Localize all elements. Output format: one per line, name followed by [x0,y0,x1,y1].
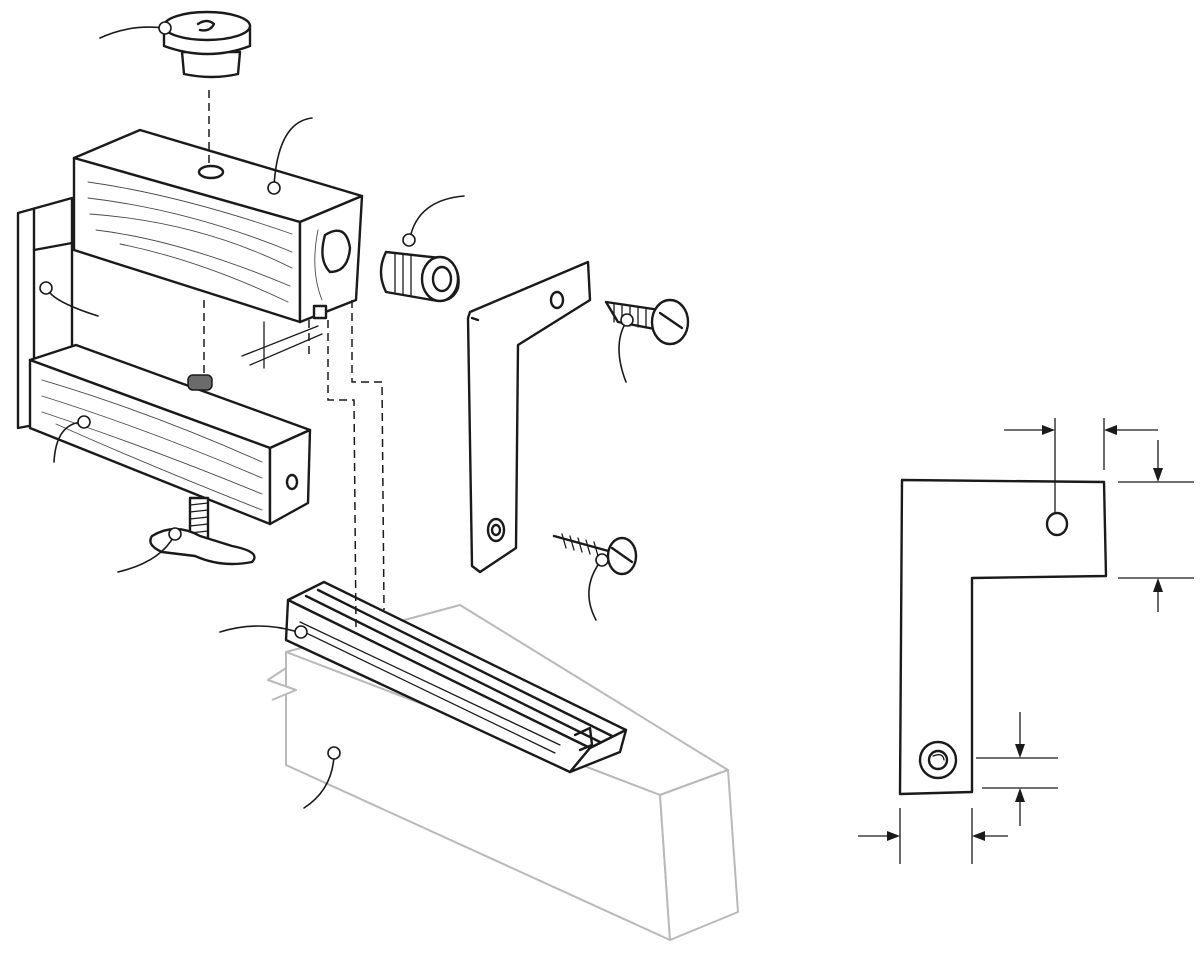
callout-wood-screw [588,553,609,621]
insert-nut [379,250,460,303]
lower-bar [28,343,312,526]
bracket-detail [858,418,1194,864]
callout-t-track [219,625,308,639]
callout-upper-block [267,117,313,195]
knob [162,10,252,79]
callout-bench [303,746,341,809]
callouts [39,21,634,809]
callout-insert-nut [402,195,465,247]
dimension-leg-width [1118,440,1194,612]
upper-block [72,128,364,324]
callout-knob [99,21,172,39]
callout-l-bracket [618,313,634,383]
callout-thumbscrew [117,527,182,573]
dimension-hole-from-edge [1004,418,1158,512]
assembly-lines [203,90,385,629]
dimension-hole-from-bottom [976,712,1058,826]
t-track [284,580,628,774]
l-bracket-3d [466,260,592,574]
machine-screw [604,298,690,346]
wood-screw [552,533,638,576]
callout-lower-bar [53,415,91,463]
dimension-bottom-leg [858,808,1008,864]
callout-back-plate [39,281,99,317]
